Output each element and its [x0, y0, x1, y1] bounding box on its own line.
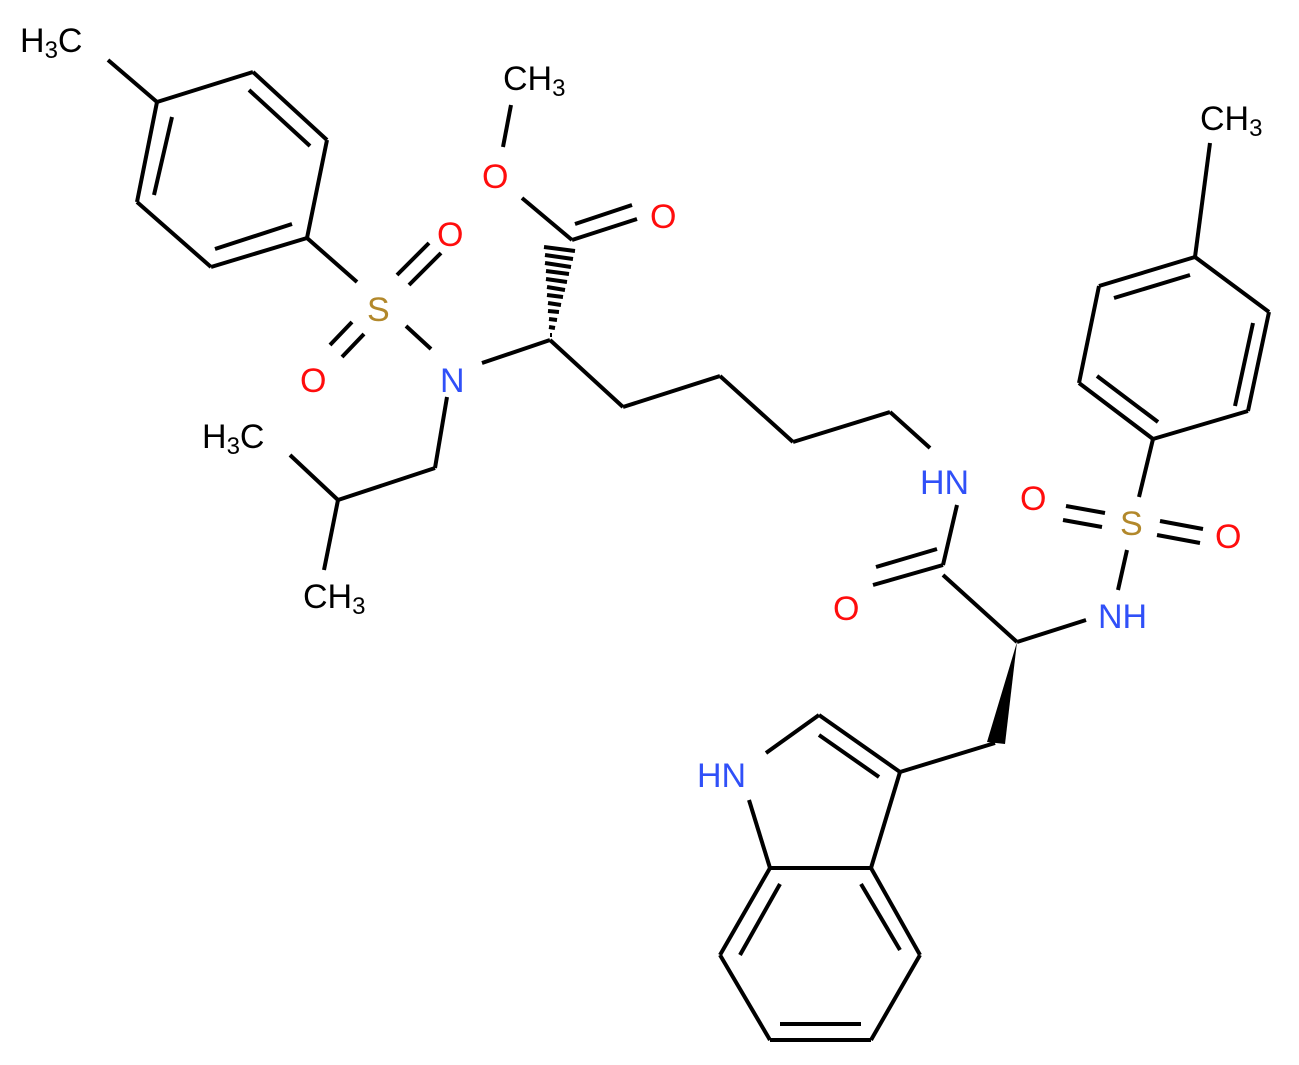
nitrogen-label-tosyl-right: NH [1098, 598, 1147, 636]
methyl-label-tosyl-left: H3C [20, 22, 82, 64]
hashed-wedge-bond [543, 245, 576, 337]
methyl-label-tosyl-right: CH3 [1200, 100, 1262, 142]
methyl-label-ester: CH3 [503, 60, 565, 102]
tryptophan-amide [872, 504, 1087, 774]
sulfur-label-left: S [367, 291, 390, 329]
nitrogen-label-amide: HN [920, 464, 969, 502]
sulfur-label-right: S [1120, 505, 1143, 543]
tosyl-group-left [106, 58, 443, 359]
methyl-label-isobutyl-bottom: CH3 [303, 578, 365, 620]
methyl-label-isobutyl-top: H3C [202, 418, 264, 460]
oxygen-label-ester-double: O [650, 198, 676, 236]
oxygen-label-right-right: O [1215, 518, 1241, 556]
nitrogen-label-indole: HN [697, 757, 746, 795]
indole-ring [718, 713, 922, 1042]
solid-wedge-bond [987, 642, 1017, 744]
isobutyl-group [288, 396, 449, 571]
oxygen-label-left-bottom: O [300, 362, 326, 400]
lysine-backbone [481, 104, 932, 450]
oxygen-label-right-left: O [1020, 480, 1046, 518]
tosyl-group-right [1062, 142, 1271, 591]
nitrogen-label-sulfonamide: N [440, 362, 465, 400]
oxygen-label-amide: O [833, 590, 859, 628]
oxygen-label-ester-single: O [482, 158, 508, 196]
oxygen-label-left-top: O [437, 216, 463, 254]
